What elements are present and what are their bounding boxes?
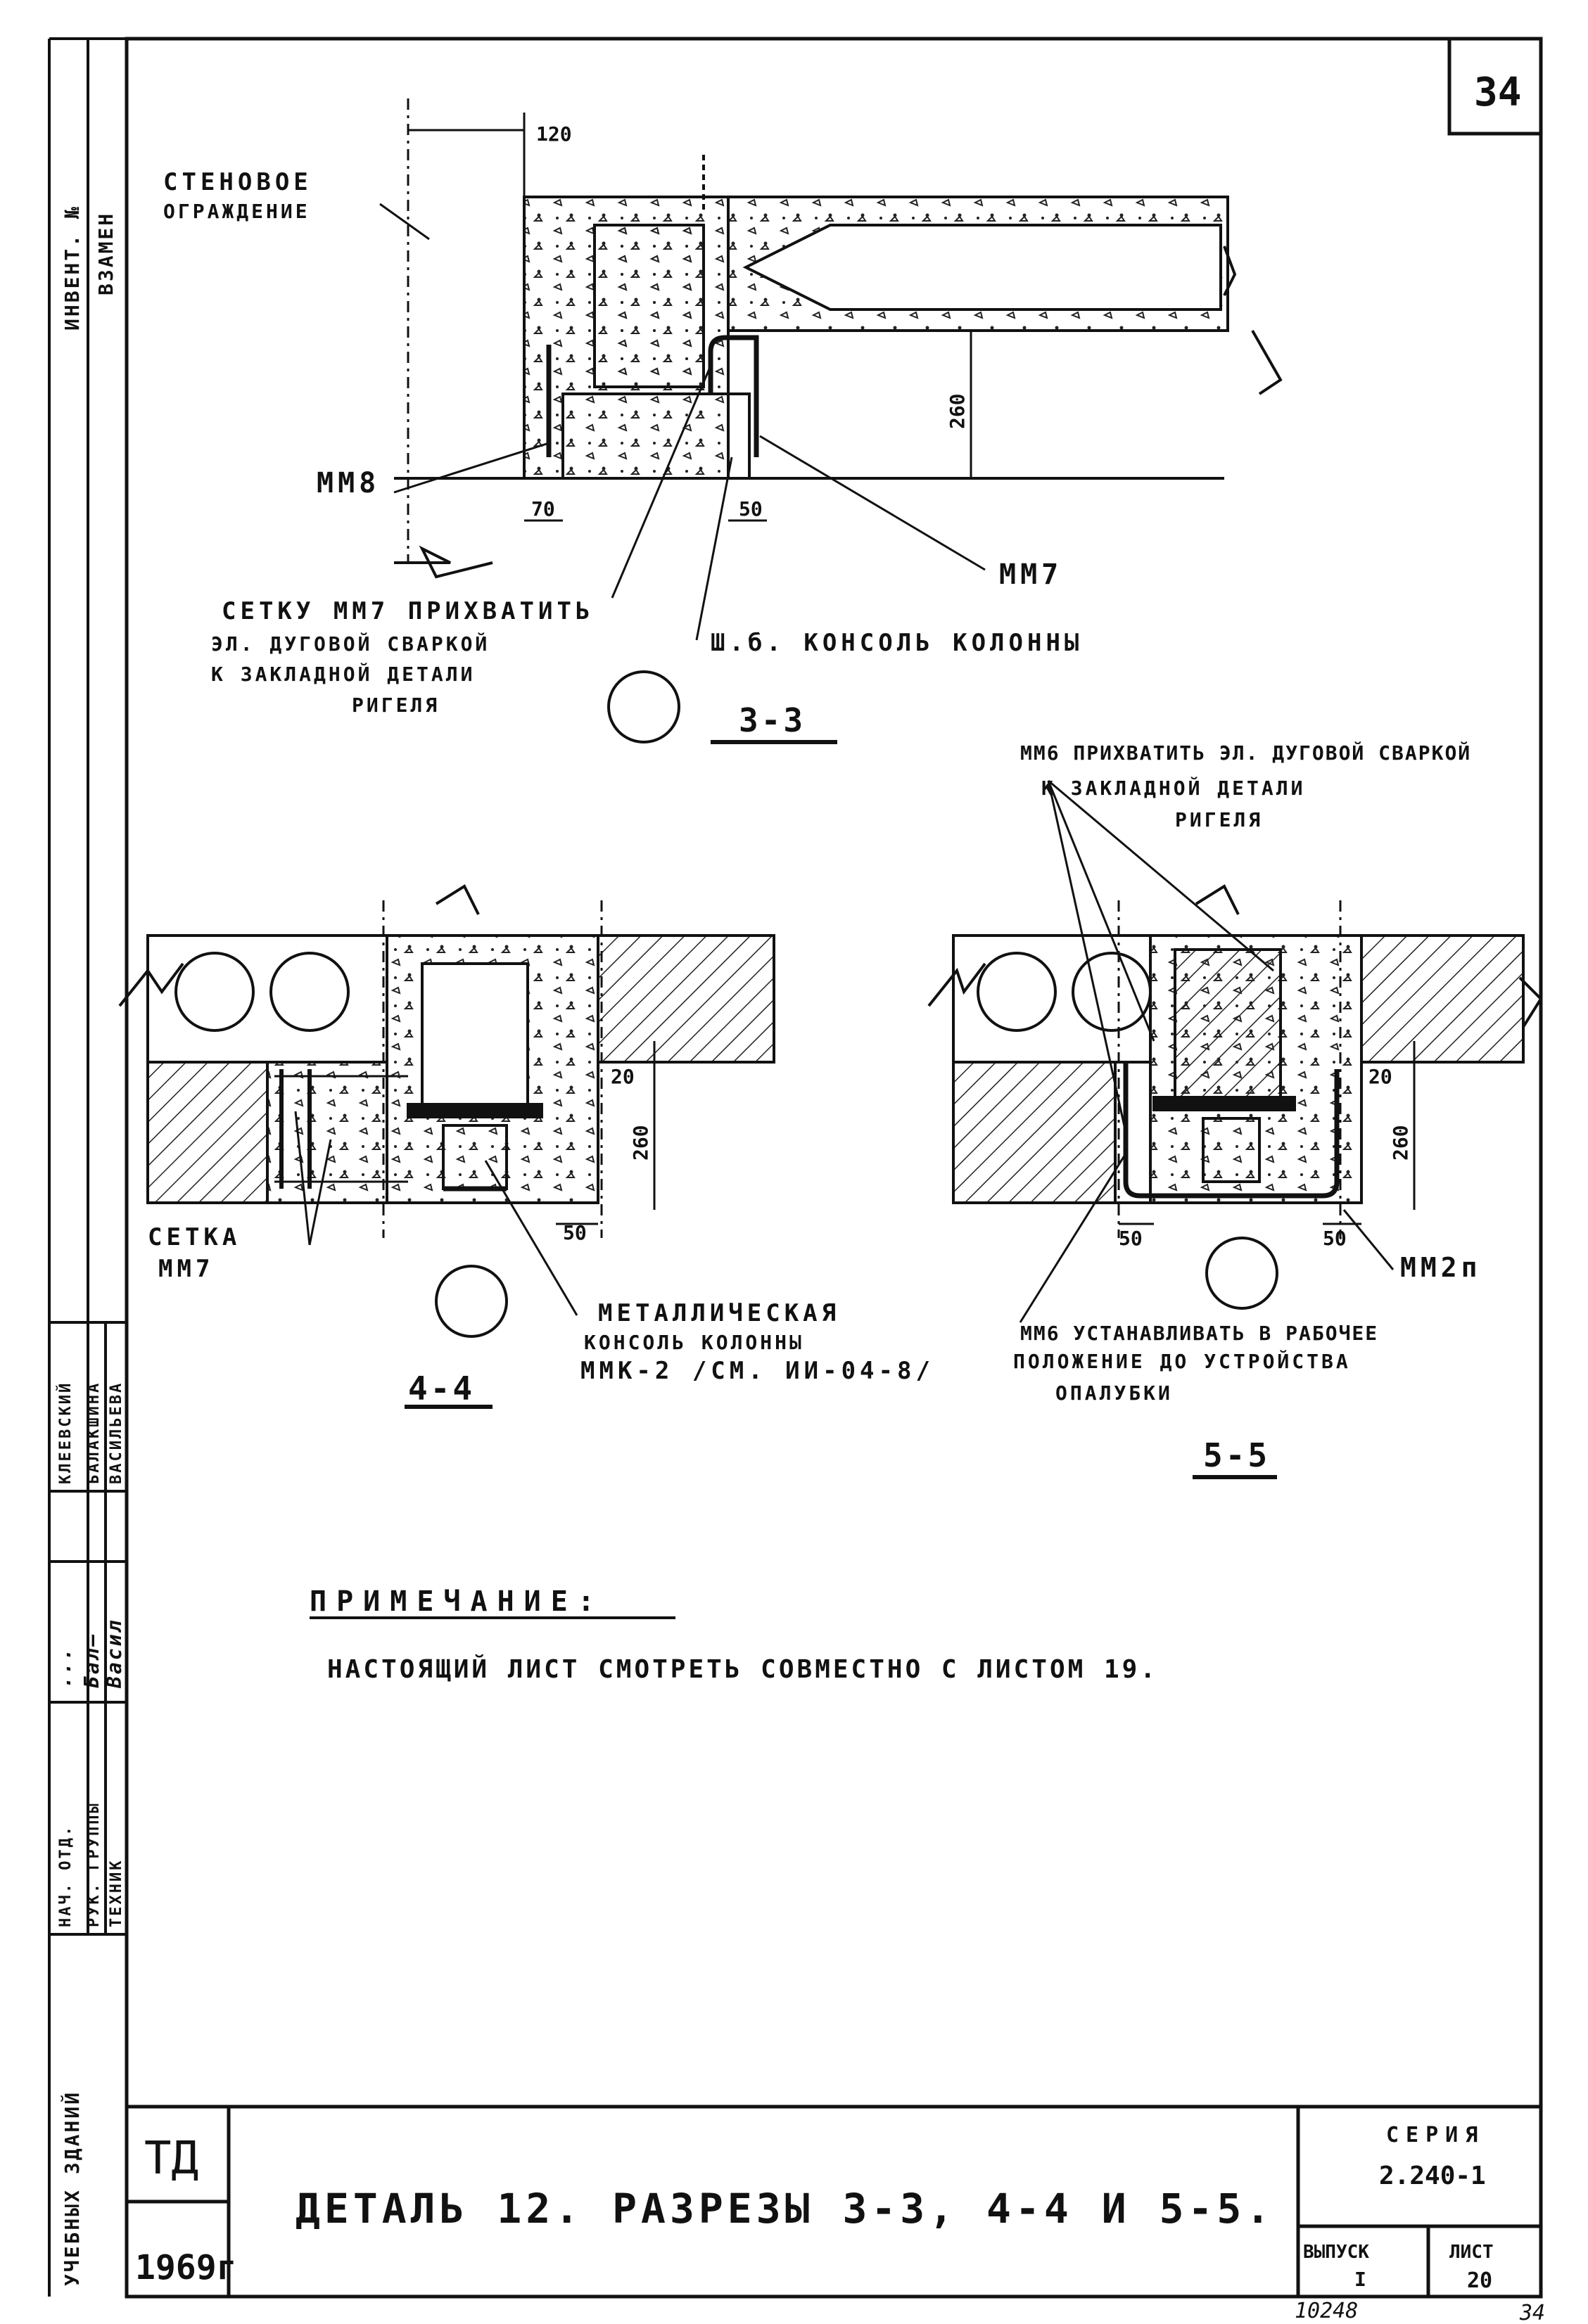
role-technician: ТЕХНИК [108, 1859, 125, 1927]
dim-44-50: 50 [563, 1221, 587, 1244]
dim-70: 70 [531, 497, 555, 521]
section-3-3-drawing [379, 98, 1283, 744]
weld-note-line2: ЭЛ. ДУГОВОЙ СВАРКОЙ [211, 632, 490, 656]
section-5-5-label: 5-5 [1203, 1436, 1270, 1474]
dim-44-20: 20 [611, 1065, 635, 1088]
dim-55-50-left: 50 [1119, 1227, 1143, 1250]
dim-55-260: 260 [1389, 1125, 1412, 1161]
issue-label: ВЫПУСК [1303, 2242, 1369, 2263]
metal-console-line1: МЕТАЛЛИЧЕСКАЯ [598, 1299, 840, 1327]
weld-note-line4: РИГЕЛЯ [352, 694, 440, 717]
sheet-number: 34 [1474, 70, 1521, 115]
archive-number: 10248 [1295, 2299, 1358, 2323]
weld-note-line1: СЕТКУ ММ7 ПРИХВАТИТЬ [222, 597, 594, 625]
note-text: НАСТОЯЩИЙ ЛИСТ СМОТРЕТЬ СОВМЕСТНО С ЛИСТ… [327, 1654, 1158, 1684]
metal-console-line2: КОНСОЛЬ КОЛОННЫ [584, 1331, 804, 1354]
wall-label-line2: ОГРАЖДЕНИЕ [163, 200, 310, 223]
wall-label-line1: СТЕНОВОЕ [163, 168, 312, 196]
sheet-value: 20 [1467, 2268, 1492, 2293]
sheet-frame [125, 37, 1543, 2299]
section-4-4-drawing [118, 884, 775, 1409]
install-note-line3: ОПАЛУБКИ [1055, 1381, 1173, 1405]
install-note-line1: ММ6 УСТАНАВЛИВАТЬ В РАБОЧЕЕ [1020, 1322, 1378, 1345]
signature-technician: Васил [103, 1618, 126, 1689]
sheet-number-bottom: 34 [1519, 2301, 1545, 2324]
weld-note-line3: К ЗАКЛАДНОЙ ДЕТАЛИ [211, 662, 475, 686]
dim-260: 260 [946, 393, 969, 429]
section-3-3-label: 3-3 [739, 701, 806, 739]
name-head: КЛЕЕВСКИЙ [56, 1381, 75, 1484]
weld-mm6-line2: К ЗАКЛАДНОЙ ДЕТАЛИ [1041, 776, 1305, 800]
weld-mm6-line3: РИГЕЛЯ [1175, 808, 1263, 831]
console-label: Ш.б. КОНСОЛЬ КОЛОННЫ [711, 629, 1083, 657]
series-name-label: УЧЕБНЫХ ЗДАНИЙ [60, 2090, 84, 2286]
dim-120: 120 [536, 122, 572, 146]
side-stamp [48, 37, 127, 2297]
signature-group-lead: Бал— [80, 1633, 103, 1688]
mesh-label-line1: СЕТКА [148, 1223, 241, 1251]
name-technician: ВАСИЛЬЕВА [108, 1381, 125, 1484]
dim-55-20: 20 [1368, 1065, 1392, 1088]
install-note-line2: ПОЛОЖЕНИЕ ДО УСТРОЙСТВА [1013, 1349, 1351, 1373]
dim-44-260: 260 [629, 1125, 652, 1161]
metal-console-line3: ММК-2 /СМ. ИИ-04-8/ [580, 1357, 934, 1385]
mm8-label: ММ8 [317, 467, 380, 499]
title-block [127, 2105, 1541, 2297]
mesh-label-line2: ММ7 [158, 1255, 214, 1283]
sheet-number-box [1447, 37, 1543, 136]
series-label: СЕРИЯ [1386, 2123, 1485, 2147]
dim-55-50-right: 50 [1323, 1227, 1347, 1250]
role-head: НАЧ. ОТД. [57, 1825, 75, 1927]
year: 1969г [135, 2248, 237, 2287]
vzamen-label: ВЗАМЕН [94, 212, 117, 295]
sheet-label: ЛИСТ [1449, 2242, 1494, 2263]
dim-50: 50 [739, 497, 763, 521]
name-group-lead: БАЛАКШИНА [85, 1381, 103, 1484]
series-value: 2.240-1 [1379, 2162, 1486, 2190]
section-5-5-drawing [927, 779, 1543, 1479]
inventory-label: ИНВЕНТ. № [61, 205, 84, 331]
mm7-label: ММ7 [999, 558, 1062, 591]
signature-head: ... [52, 1646, 75, 1688]
note-heading: ПРИМЕЧАНИЕ: [310, 1585, 604, 1618]
section-4-4-label: 4-4 [408, 1370, 475, 1407]
role-group-lead: РУК. ГРУППЫ [85, 1801, 103, 1927]
drawing-title: ДЕТАЛЬ 12. РАЗРЕЗЫ 3-3, 4-4 И 5-5. [296, 2185, 1274, 2233]
org-code: ТД [144, 2133, 198, 2185]
issue-value: I [1354, 2268, 1366, 2291]
mm2p-label: ММ2п [1400, 1252, 1482, 1283]
weld-mm6-line1: ММ6 ПРИХВАТИТЬ ЭЛ. ДУГОВОЙ СВАРКОЙ [1020, 741, 1471, 765]
